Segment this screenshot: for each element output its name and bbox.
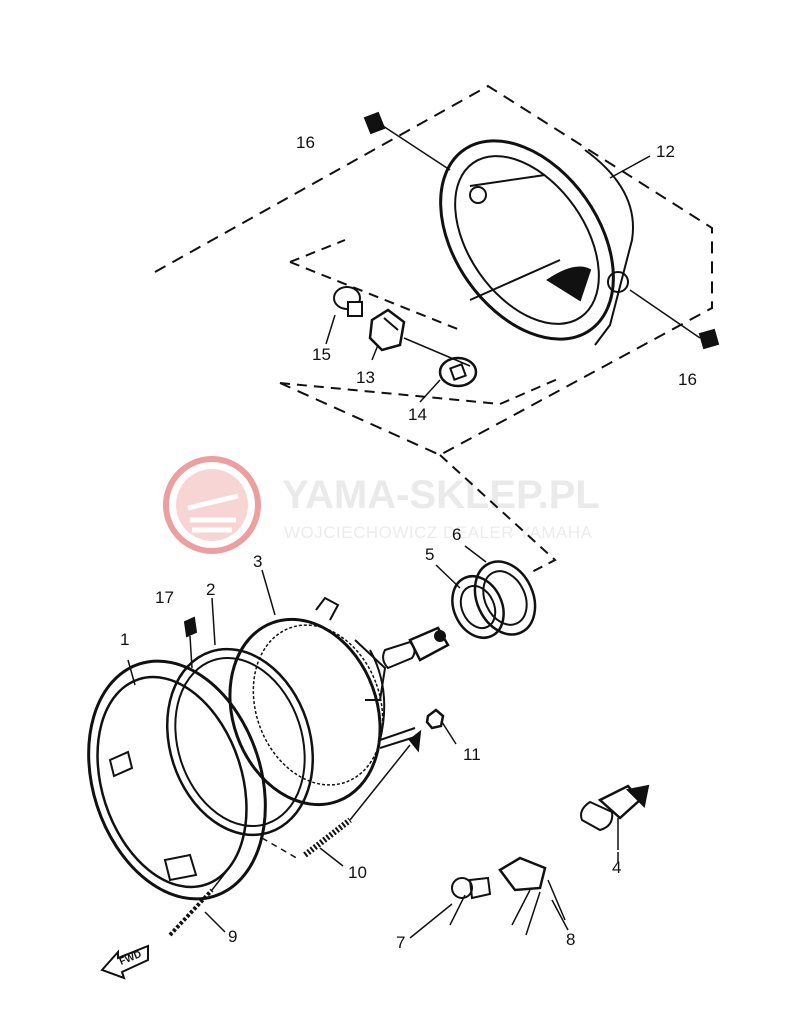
bolt-lower xyxy=(629,289,720,350)
lens-unit xyxy=(228,596,416,807)
adjuster-clip xyxy=(333,286,363,317)
bolt-upper xyxy=(363,111,451,171)
leader-lines xyxy=(127,155,651,939)
callout-labels: 16 12 15 13 14 16 6 5 3 2 17 1 11 4 10 9… xyxy=(120,133,697,952)
position-bulb-socket xyxy=(580,784,650,850)
callout-3: 3 xyxy=(253,552,262,571)
callout-5: 5 xyxy=(425,545,434,564)
callout-15: 15 xyxy=(312,345,331,364)
watermark: YAMA-SKLEP.PL WOJCIECHOWICZ DEALER YAMAH… xyxy=(163,456,600,554)
rim-screw xyxy=(168,871,227,937)
callout-16-upper: 16 xyxy=(296,133,315,152)
callout-1: 1 xyxy=(120,630,129,649)
watermark-title: YAMA-SKLEP.PL xyxy=(282,473,600,517)
housing-group-outline xyxy=(154,84,713,457)
callout-2: 2 xyxy=(206,580,215,599)
callout-17: 17 xyxy=(155,588,174,607)
callout-16-lower: 16 xyxy=(678,370,697,389)
bulb-socket xyxy=(451,560,537,639)
retaining-ring xyxy=(165,647,315,837)
socket-leader-dashed xyxy=(439,454,557,575)
headlight-rim xyxy=(87,659,267,901)
callout-8: 8 xyxy=(566,930,575,949)
watermark-logo-icon xyxy=(163,456,261,554)
headlight-case xyxy=(439,139,634,346)
bulb-socket-with-leads xyxy=(498,856,566,936)
socket-group-outline xyxy=(279,239,561,406)
washer xyxy=(438,356,478,388)
callout-10: 10 xyxy=(348,863,367,882)
callout-6: 6 xyxy=(452,525,461,544)
callout-4: 4 xyxy=(612,858,621,877)
callout-11: 11 xyxy=(463,745,481,764)
callout-14: 14 xyxy=(408,405,427,424)
headlight-bulb xyxy=(382,626,450,670)
small-bulb xyxy=(449,876,492,926)
fwd-arrow-icon: FWD xyxy=(100,944,149,980)
small-screw xyxy=(183,616,198,669)
callout-9: 9 xyxy=(228,927,237,946)
adjuster-nut xyxy=(368,308,471,367)
watermark-subtitle: WOJCIECHOWICZ DEALER YAMAHA xyxy=(284,523,593,542)
adjusting-spring xyxy=(261,744,411,861)
bracket-nut xyxy=(379,708,445,753)
callout-13: 13 xyxy=(356,368,375,387)
callout-7: 7 xyxy=(396,933,405,952)
callout-12: 12 xyxy=(656,142,675,161)
